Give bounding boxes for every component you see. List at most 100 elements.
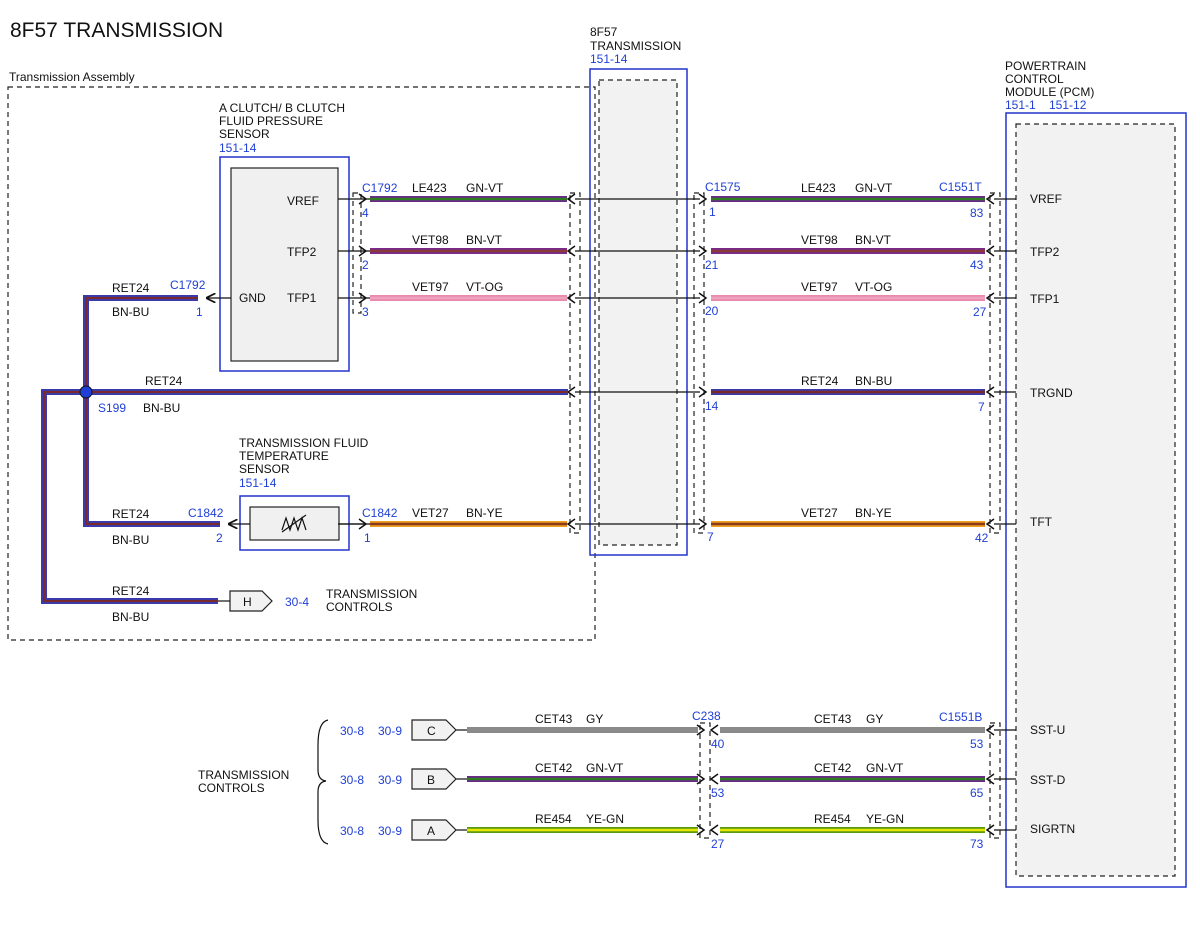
pcm-pin-sst-d: SST-D bbox=[1030, 773, 1066, 787]
lower-row-a-tag bbox=[411, 819, 457, 841]
lower-row-c-circuit-left: CET43 bbox=[535, 712, 573, 726]
thermistor-icon bbox=[281, 514, 307, 533]
pcm-body bbox=[1015, 123, 1176, 877]
c1551b-label: C1551B bbox=[939, 710, 982, 724]
vref-left-color: GN-VT bbox=[466, 181, 504, 195]
tfp1-arrow-pcm bbox=[985, 292, 995, 304]
trgnd-arrow-tr bbox=[698, 386, 708, 398]
pcm-ref-2: 151-12 bbox=[1049, 98, 1087, 112]
connector-h-tag bbox=[229, 590, 273, 612]
c1792-gnd-label: C1792 bbox=[170, 278, 206, 292]
lower-row-a-color-right: YE-GN bbox=[866, 812, 904, 826]
c1792-label: C1792 bbox=[362, 181, 398, 195]
tft-pin-a: 1 bbox=[364, 531, 371, 545]
connector-h-ref: 30-4 bbox=[285, 595, 309, 609]
lower-row-b-color-left: GN-VT bbox=[586, 761, 624, 775]
tft-left-color: BN-YE bbox=[466, 506, 503, 520]
connector-outlines bbox=[352, 192, 1001, 839]
pressure-pin-tfp1: TFP1 bbox=[287, 291, 317, 305]
pcm-name-3: MODULE (PCM) bbox=[1005, 85, 1094, 99]
temp-sensor-frame bbox=[239, 495, 350, 551]
lower-row-a-letter: A bbox=[427, 824, 435, 838]
pressure-pin-gnd: GND bbox=[239, 291, 266, 305]
pressure-sensor-name-2: FLUID PRESSURE bbox=[219, 114, 323, 128]
assembly-label: Transmission Assembly bbox=[9, 70, 135, 84]
pressure-sensor-frame bbox=[219, 156, 350, 372]
c1792-gnd-pin: 1 bbox=[196, 305, 203, 319]
temp-sensor: TRANSMISSION FLUID TEMPERATURE SENSOR 15… bbox=[239, 436, 369, 551]
gnd-h-color: BN-BU bbox=[112, 610, 149, 624]
pcm-ref-1: 151-1 bbox=[1005, 98, 1036, 112]
ground-bus: S199 RET24 BN-BU RET24 BN-BU RET24 BN-BU… bbox=[41, 278, 568, 624]
trans-conn-name-1: 8F57 bbox=[590, 25, 618, 39]
tfp2-arrow-a bbox=[358, 245, 368, 257]
tft-arrow-tr bbox=[698, 518, 708, 530]
vref-arrow-pcm bbox=[985, 193, 995, 205]
pcm-pin-tfp2: TFP2 bbox=[1030, 245, 1060, 259]
tfp2-left-circuit: VET98 bbox=[412, 233, 449, 247]
pcm-pin-tft: TFT bbox=[1030, 515, 1053, 529]
tft-right-color: BN-YE bbox=[855, 506, 892, 520]
trgnd-arrow-pcm bbox=[985, 386, 995, 398]
pressure-sensor-ref: 151-14 bbox=[219, 141, 257, 155]
pcm-frame bbox=[1005, 112, 1187, 888]
controls-h-label-1: TRANSMISSION bbox=[326, 587, 417, 601]
lower-row-b-ref2: 30-9 bbox=[378, 773, 402, 787]
vref-pin-a: 4 bbox=[362, 206, 369, 220]
pcm-module: POWERTRAIN CONTROL MODULE (PCM) 151-1 15… bbox=[1005, 59, 1187, 888]
tfp2-right-color: BN-VT bbox=[855, 233, 892, 247]
trans-conn-frame bbox=[589, 68, 688, 556]
c1575-outline bbox=[693, 192, 705, 534]
lower-row-c-letter: C bbox=[427, 724, 436, 738]
c1551b-outline bbox=[989, 722, 1001, 839]
lower-row-c-color-left: GY bbox=[586, 712, 603, 726]
lower-row-a-arrow-c238 bbox=[696, 824, 706, 836]
tfp1-pin-pcm: 27 bbox=[973, 305, 987, 319]
tfp1-arrow-a bbox=[358, 292, 368, 304]
lower-row-b-arrow-pcm bbox=[985, 773, 995, 785]
lower-section: TRANSMISSION CONTROLS C238 C1551B bbox=[198, 709, 982, 845]
lower-row-b-pcm-pin: 65 bbox=[970, 786, 984, 800]
controls-brace bbox=[317, 719, 329, 845]
lower-row-a-circuit-left: RE454 bbox=[535, 812, 572, 826]
lower-row-b-arrow-c238r bbox=[709, 773, 719, 785]
temp-sensor-name-3: SENSOR bbox=[239, 462, 290, 476]
controls-h: H 30-4 TRANSMISSION CONTROLS bbox=[218, 587, 417, 614]
lower-row-c-color-right: GY bbox=[866, 712, 883, 726]
pressure-sensor-name-1: A CLUTCH/ B CLUTCH bbox=[219, 101, 345, 115]
pcm-name-2: CONTROL bbox=[1005, 72, 1064, 86]
lower-row-c-circuit-right: CET43 bbox=[814, 712, 852, 726]
lower-row-b-c238-pin: 53 bbox=[711, 786, 725, 800]
vref-arrow-a bbox=[358, 193, 368, 205]
tfp1-pin-a: 3 bbox=[362, 305, 369, 319]
lower-row-a-arrow-c238r bbox=[709, 824, 719, 836]
trans-conn-body bbox=[598, 79, 678, 546]
lower-row-b-arrow-c238 bbox=[696, 773, 706, 785]
lower-row-c-arrow-pcm bbox=[985, 724, 995, 736]
lower-row-b-tag bbox=[411, 768, 457, 790]
c238-outline bbox=[699, 722, 711, 839]
c1842-gnd-label: C1842 bbox=[188, 506, 224, 520]
gnd-h-circuit: RET24 bbox=[112, 584, 150, 598]
trgnd-right-color: BN-BU bbox=[855, 374, 892, 388]
pressure-pin-vref: VREF bbox=[287, 194, 319, 208]
tfp1-right-color: VT-OG bbox=[855, 280, 892, 294]
c1792-outline bbox=[352, 192, 362, 314]
lower-row-a-ref2: 30-9 bbox=[378, 824, 402, 838]
vref-right-color: GN-VT bbox=[855, 181, 893, 195]
c1575-label: C1575 bbox=[705, 180, 741, 194]
lower-row-c-c238-pin: 40 bbox=[711, 737, 725, 751]
tfp2-pin-pcm: 43 bbox=[970, 258, 984, 272]
vref-pin-b: 1 bbox=[709, 205, 716, 219]
trgnd-pin-b: 14 bbox=[705, 399, 719, 413]
pcm-pin-sst-u: SST-U bbox=[1030, 723, 1065, 737]
trans-conn-name-2: TRANSMISSION bbox=[590, 39, 681, 53]
temp-sensor-name-1: TRANSMISSION FLUID bbox=[239, 436, 369, 450]
tfp1-left-circuit: VET97 bbox=[412, 280, 449, 294]
tfp2-left-color: BN-VT bbox=[466, 233, 503, 247]
trgnd-left-circuit: RET24 bbox=[145, 374, 183, 388]
gnd-bus-lower bbox=[41, 389, 218, 604]
tfp1-arrow-tl bbox=[566, 292, 576, 304]
tft-left-circuit: VET27 bbox=[412, 506, 449, 520]
